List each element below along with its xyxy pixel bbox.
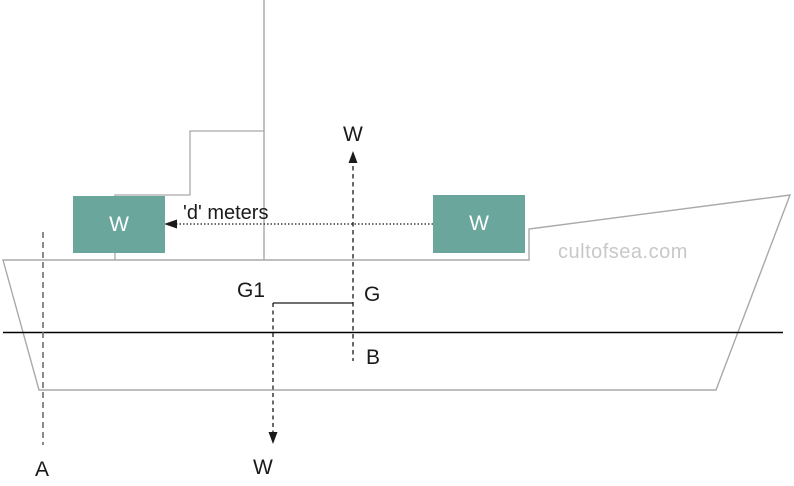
distance-label: 'd' meters [183,202,269,224]
left-arrowhead [164,219,177,229]
down-arrowhead [268,432,278,444]
watermark: cultofsea.com [558,241,688,263]
up-arrowhead [348,151,358,163]
weight-box-left-label: W [109,212,129,236]
weight-box-right-label: W [469,212,489,235]
a-point-label: A [35,458,50,481]
weight-box-right: W [433,195,525,253]
g1-point-label: G1 [237,279,266,302]
g-point-label: G [364,283,381,306]
force-label-bottom: W [253,456,273,479]
weight-box-left: W [73,196,165,253]
force-label-top: W [343,123,363,146]
ship-hull-outline [2,194,792,391]
b-point-label: B [366,346,381,369]
